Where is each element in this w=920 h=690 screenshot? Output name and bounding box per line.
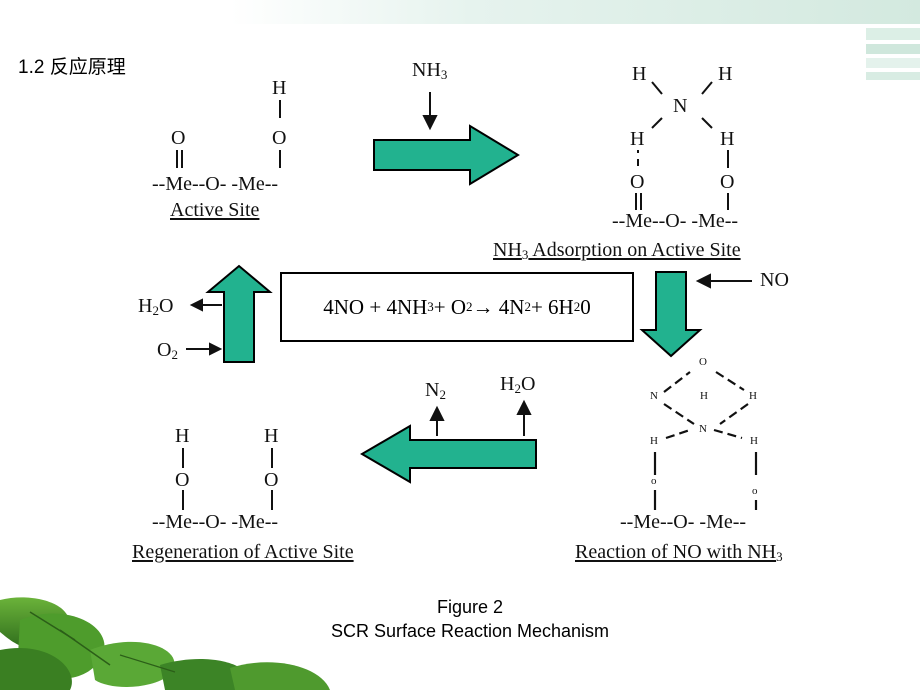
adsorption-o-right: O [720,171,735,193]
h2o-output-label: H2O [500,373,536,396]
n2-output-label: N2 [425,379,446,402]
figure-number: Figure 2 [436,597,504,617]
arrow-up-big [205,264,273,363]
active-site-bonds [176,100,281,168]
adsorption-h-right: H [718,63,733,85]
adsorption-h-mid-right: H [720,128,735,150]
adsorption-h-left: H [632,63,647,85]
no-input-label: NO [760,269,789,291]
thin-arrows [186,92,752,436]
adsorption-n: N [673,95,688,117]
reaction-n-center: N [699,423,707,435]
right-decor-bars [866,28,920,80]
reaction-h-right-top: H [749,390,757,402]
active-site-o-right: O [272,127,287,149]
reaction-n-left: N [650,390,658,402]
leaf-foliage-decor [0,597,330,690]
regeneration-caption: Regeneration of Active Site [132,541,354,563]
header-band [230,0,920,24]
arrow-right-big [373,124,520,186]
adsorption-h-mid-left: H [630,128,645,150]
reaction-h-center: H [700,390,708,402]
active-site-caption: Active Site [170,199,260,221]
active-site-o-left: O [171,127,186,149]
h2o-left-label: H2O [138,295,174,318]
arrow-down-big [639,271,703,358]
adsorption-chain: --Me--O- -Me-- [612,210,739,232]
regeneration-h-right: H [264,425,279,447]
nh3-input-label: NH3 [412,59,448,82]
reaction-o-left: o [651,475,657,487]
active-site-chain: --Me--O- -Me-- [152,173,279,195]
arrow-left-big [360,424,537,484]
reaction-h-left: H [650,435,658,447]
regeneration-o-left: O [175,469,190,491]
reaction-o-top: O [699,356,707,368]
reaction-o-right: o [752,485,758,497]
regeneration-h-left: H [175,425,190,447]
section-title: 1.2 反应原理 [18,57,126,78]
active-site-h: H [272,77,287,99]
adsorption-o-left: O [630,171,645,193]
regeneration-o-right: O [264,469,279,491]
adsorption-bonds [635,81,729,210]
reaction-caption: Reaction of NO with NH3 [575,541,783,564]
regeneration-chain: --Me--O- -Me-- [152,511,279,533]
reaction-bonds [653,371,758,510]
o2-input-label: O2 [157,339,178,362]
regeneration-bonds [182,448,273,510]
figure-title: SCR Surface Reaction Mechanism [330,621,610,641]
reaction-h-right: H [750,435,758,447]
adsorption-caption: NH3 Adsorption on Active Site [493,239,741,262]
reaction-chain: --Me--O- -Me-- [620,511,747,533]
